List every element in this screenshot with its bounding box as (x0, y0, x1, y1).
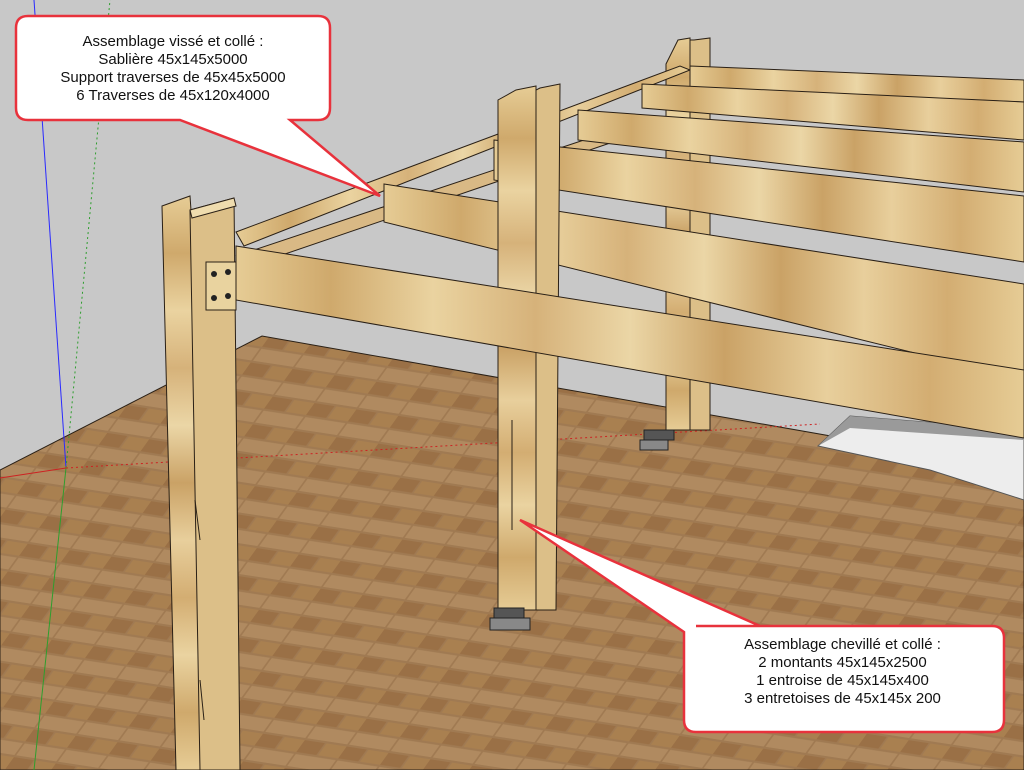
traverse-5 (641, 83, 1024, 141)
traverse-3 (493, 139, 1024, 263)
screw-icon (211, 271, 217, 277)
post-foot-icon (489, 617, 531, 631)
callout-top-line: 6 Traverses de 45x120x4000 (76, 87, 270, 104)
callout-bottom (519, 518, 1006, 734)
callout-top-text: Assemblage vissé et collé : Sablière 45x… (28, 33, 318, 105)
axis-red (0, 467, 67, 479)
callout-top-line: Support traverses de 45x45x5000 (60, 69, 286, 86)
screw-icon (211, 295, 217, 301)
concrete-slab-edge (818, 416, 1024, 446)
bracket-icon (205, 261, 237, 311)
traverse-4 (577, 109, 1024, 193)
callout-top-line: Sablière 45x145x5000 (98, 51, 248, 68)
front-post (161, 195, 241, 770)
traverse-6 (689, 65, 1024, 103)
screw-icon (225, 293, 231, 299)
callout-bottom-line: Assemblage chevillé et collé : (744, 636, 941, 653)
callout-bottom-line: 1 entroise de 45x145x400 (756, 672, 929, 689)
callout-bottom-line: 3 entretoises de 45x145x 200 (744, 690, 941, 707)
middle-post (489, 83, 561, 631)
callout-top (14, 14, 381, 198)
axis-green (33, 467, 67, 770)
callout-bottom-text: Assemblage chevillé et collé : 2 montant… (690, 636, 995, 708)
callout-bottom-line: 2 montants 45x145x2500 (758, 654, 927, 671)
callout-top-line: Assemblage vissé et collé : (82, 33, 264, 50)
screw-icon (225, 269, 231, 275)
post-foot-icon (639, 439, 669, 451)
